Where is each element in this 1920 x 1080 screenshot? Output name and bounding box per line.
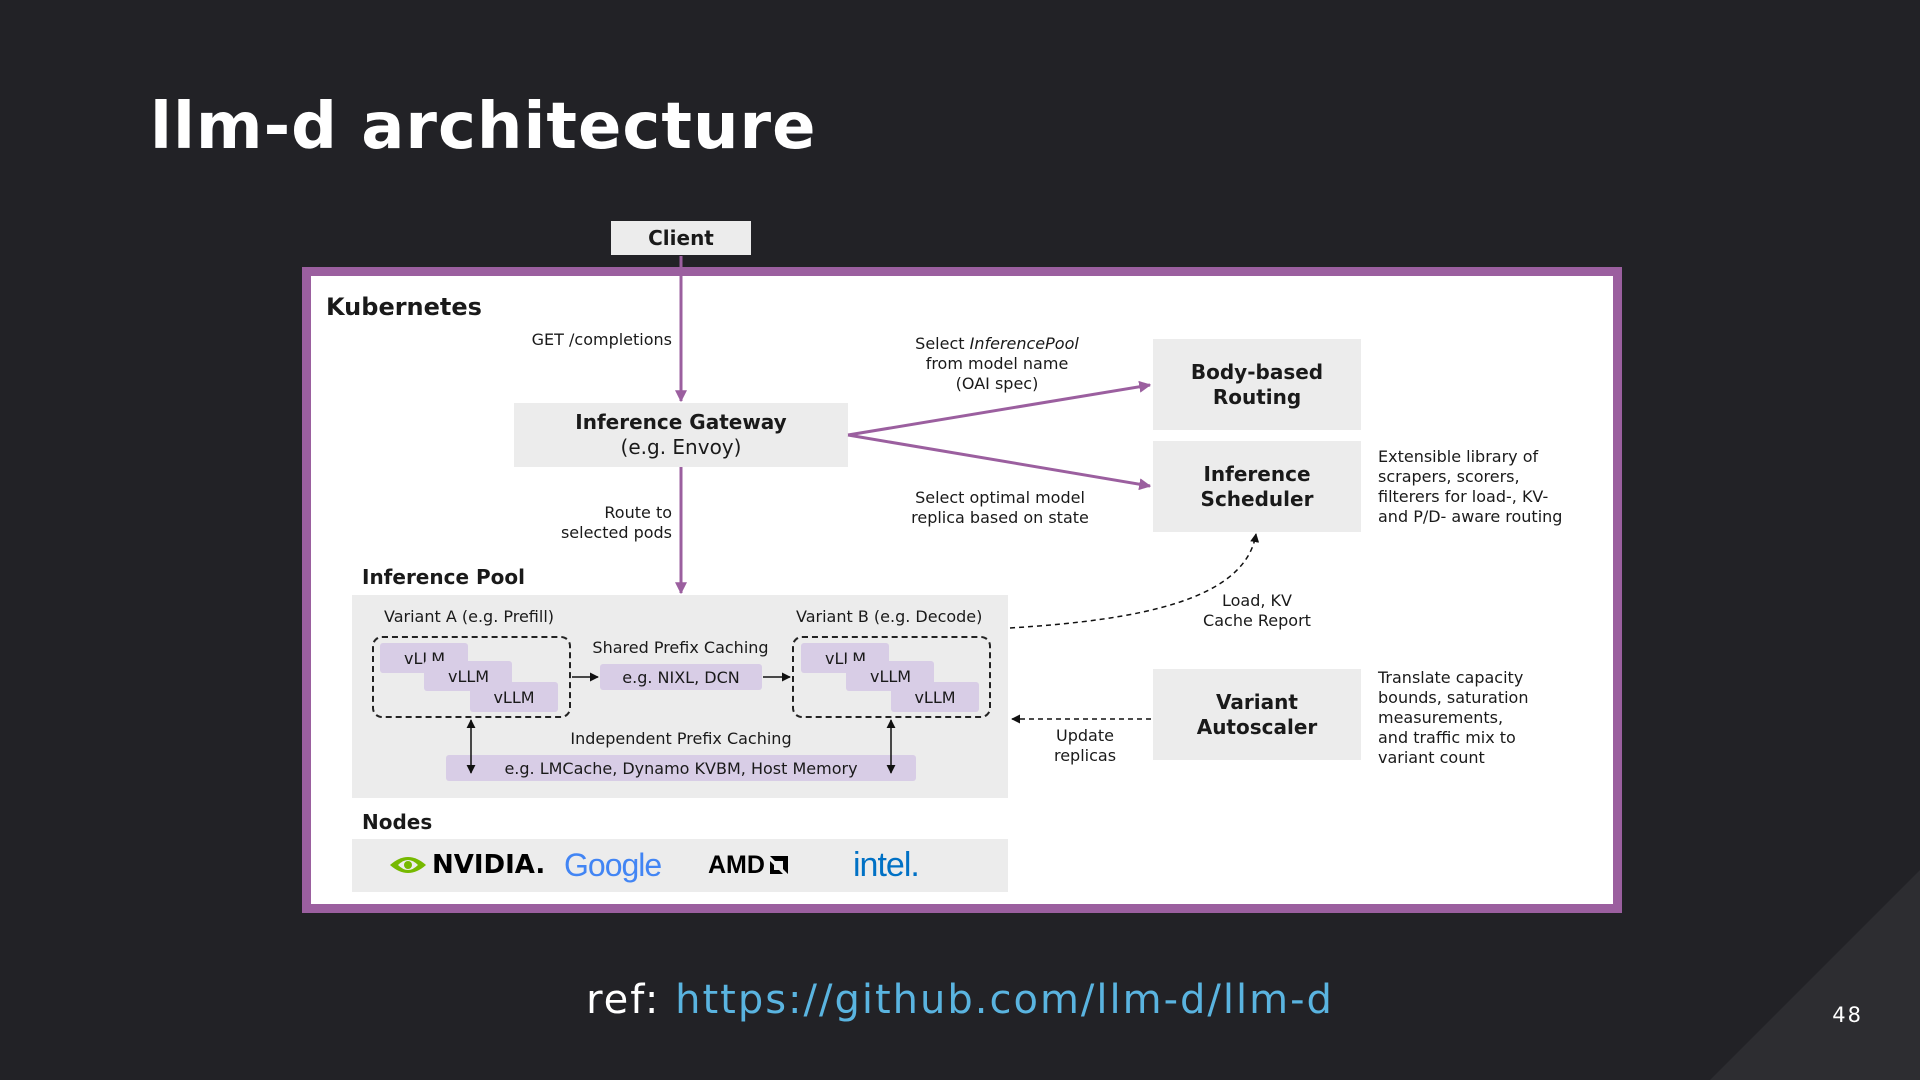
variant-b-label: Variant B (e.g. Decode) — [796, 607, 983, 626]
kubernetes-frame — [302, 267, 1622, 913]
load-kv-report-label: Load, KV Cache Report — [1180, 591, 1334, 631]
google-logo: Google — [564, 845, 662, 885]
inference-pool-title: Inference Pool — [362, 565, 525, 589]
autoscaler-note-line: bounds, saturation — [1378, 688, 1529, 707]
page-number: 48 — [1832, 1003, 1863, 1027]
load-report-line2: Cache Report — [1203, 611, 1311, 630]
kubernetes-label: Kubernetes — [326, 293, 482, 321]
ref-label: ref: — [586, 977, 661, 1023]
shared-caching-example: e.g. NIXL, DCN — [600, 664, 762, 690]
autoscaler-line2: Autoscaler — [1196, 714, 1318, 739]
scheduler-note-line: Extensible library of — [1378, 447, 1539, 466]
update-replicas-line1: Update — [1056, 726, 1114, 745]
variant-a-label: Variant A (e.g. Prefill) — [384, 607, 555, 626]
scheduler-note-line: scrapers, scorers, — [1378, 467, 1520, 486]
get-completions-label: GET /completions — [531, 330, 672, 349]
select-pool-line2: from model name — [925, 354, 1069, 373]
nodes-area — [352, 839, 1008, 892]
reference-line: ref: https://github.com/llm-d/llm-d — [0, 977, 1920, 1023]
scheduler-note-line: filterers for load-, KV- — [1378, 487, 1549, 506]
nodes-title: Nodes — [362, 810, 433, 834]
nvidia-wordmark: NVIDIA. — [432, 850, 546, 880]
autoscaler-line1: Variant — [1216, 689, 1298, 714]
amd-logo: AMD — [708, 845, 790, 885]
autoscaler-note-line: Translate capacity — [1378, 668, 1524, 687]
load-report-line1: Load, KV — [1222, 591, 1292, 610]
scheduler-line2: Scheduler — [1200, 486, 1314, 511]
body-routing-line2: Routing — [1212, 384, 1302, 409]
update-replicas-line2: replicas — [1053, 746, 1117, 765]
select-model-label: Select optimal model replica based on st… — [880, 488, 1120, 528]
select-model-line1: Select optimal model — [915, 488, 1085, 507]
nvidia-logo: NVIDIA. — [388, 845, 545, 885]
gateway-subtitle: (e.g. Envoy) — [620, 435, 742, 459]
inference-scheduler-box: Inference Scheduler — [1153, 441, 1361, 532]
gateway-to-scheduler-arrow — [847, 433, 1152, 491]
independent-caching-example: e.g. LMCache, Dynamo KVBM, Host Memory — [446, 755, 916, 781]
gateway-title: Inference Gateway — [575, 410, 787, 434]
variant-b-group — [792, 636, 991, 718]
nvidia-eye-icon — [390, 857, 426, 873]
autoscaler-note: Translate capacity bounds, saturation me… — [1378, 668, 1593, 768]
gateway-to-body-routing-arrow — [847, 380, 1152, 437]
inference-gateway-box: Inference Gateway (e.g. Envoy) — [514, 403, 848, 467]
select-pool-line3: (OAI spec) — [955, 374, 1039, 393]
load-report-arrow — [1009, 533, 1260, 629]
autoscaler-note-line: and traffic mix to — [1378, 728, 1516, 747]
vllm-instance: vLLM — [470, 682, 558, 712]
scheduler-note: Extensible library of scrapers, scorers,… — [1378, 447, 1593, 527]
route-line2: selected pods — [560, 523, 672, 542]
google-wordmark: Google — [564, 846, 662, 883]
select-pool-label: Select InferencePool from model name (OA… — [880, 334, 1114, 394]
ref-link[interactable]: https://github.com/llm-d/llm-d — [675, 977, 1334, 1023]
update-replicas-label: Update replicas — [1035, 726, 1135, 766]
scheduler-line1: Inference — [1203, 461, 1311, 486]
intel-wordmark: intel. — [853, 845, 920, 884]
body-based-routing-box: Body-based Routing — [1153, 339, 1361, 430]
autoscaler-note-line: variant count — [1378, 748, 1485, 767]
amd-wordmark: AMD — [708, 850, 765, 879]
client-box: Client — [611, 221, 751, 255]
amd-arrow-icon — [769, 856, 788, 874]
vllm-instance: vLLM — [891, 682, 979, 712]
select-model-line2: replica based on state — [911, 508, 1089, 527]
scheduler-note-line: and P/D- aware routing — [1378, 507, 1563, 526]
shared-prefix-caching-label: Shared Prefix Caching — [592, 638, 769, 657]
route-label: Route to selected pods — [500, 503, 672, 543]
variant-a-group — [372, 636, 571, 718]
independent-prefix-caching-label: Independent Prefix Caching — [570, 729, 792, 748]
slide-title: llm-d architecture — [150, 90, 817, 164]
autoscaler-note-line: measurements, — [1378, 708, 1504, 727]
slide-corner-decoration — [1710, 870, 1920, 1080]
variant-autoscaler-box: Variant Autoscaler — [1153, 669, 1361, 760]
body-routing-line1: Body-based — [1190, 359, 1324, 384]
route-line1: Route to — [604, 503, 672, 522]
intel-logo: intel. — [853, 845, 920, 885]
select-pool-italic: InferencePool — [969, 334, 1079, 353]
select-pool-prefix: Select — [915, 334, 970, 353]
